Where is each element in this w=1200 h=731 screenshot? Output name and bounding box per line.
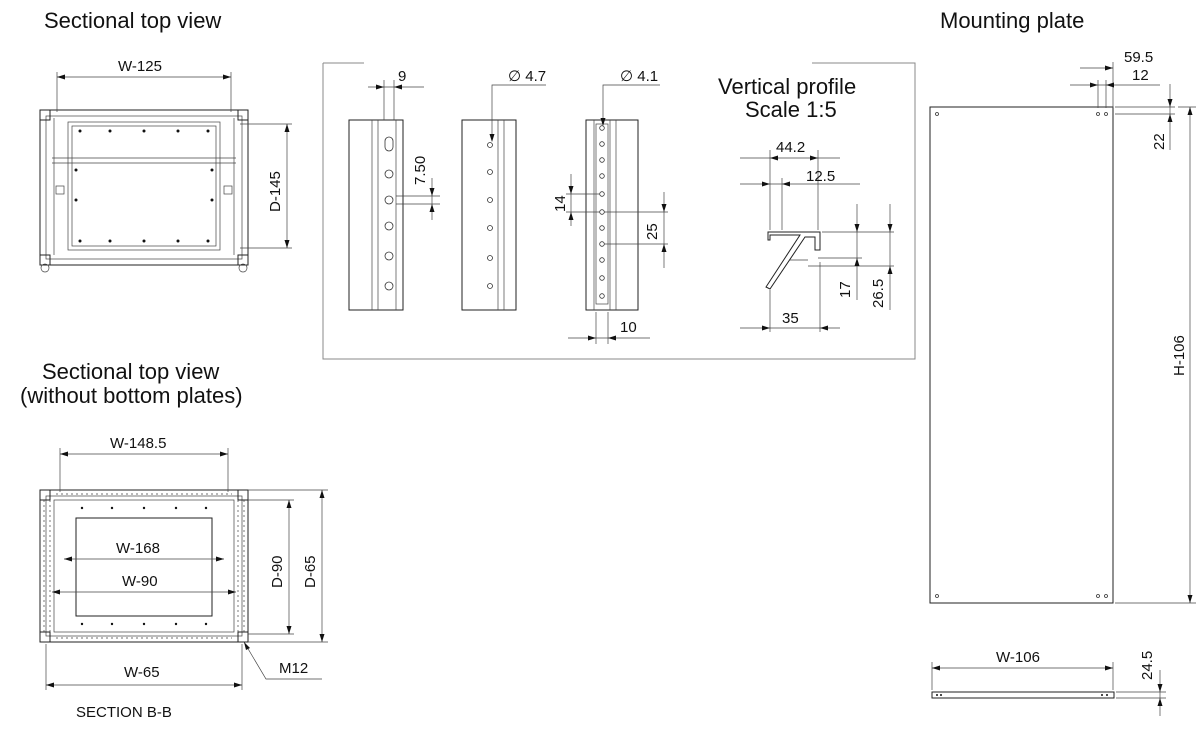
dim-w1485: W-148.5 [110, 435, 167, 452]
dim-245: 24.5 [1139, 650, 1156, 680]
dim-125: 12.5 [806, 168, 836, 185]
dim-25: 25 [644, 223, 661, 240]
dim-phi47: ∅ 4.7 [508, 68, 547, 85]
dim-750: 7.50 [412, 155, 429, 185]
dim-w125: W-125 [118, 58, 162, 75]
dim-phi41: ∅ 4.1 [620, 68, 659, 85]
sectional-top-view-title: Sectional top view [44, 8, 222, 33]
dim-22: 22 [1151, 133, 1168, 150]
dim-14: 14 [552, 195, 569, 212]
sectional-top-view-drawing [39, 72, 292, 273]
dim-m12: M12 [279, 660, 309, 677]
vertical-profile-title: Vertical profile [718, 74, 857, 99]
dim-442: 44.2 [776, 139, 806, 156]
dim-10: 10 [620, 319, 637, 336]
sectional-top-view-nb-subtitle: (without bottom plates) [20, 383, 243, 408]
mounting-plate-title: Mounting plate [940, 8, 1085, 33]
dim-w90: W-90 [122, 573, 158, 590]
dim-265: 26.5 [870, 278, 887, 308]
dim-35: 35 [782, 310, 799, 327]
dim-17: 17 [837, 281, 854, 298]
dim-12: 12 [1132, 67, 1149, 84]
dim-w168: W-168 [116, 540, 160, 557]
sectional-top-view-nb-drawing [39, 448, 328, 690]
dim-w106: W-106 [996, 649, 1040, 666]
vertical-profile-scale: Scale 1:5 [745, 97, 837, 122]
dim-9: 9 [398, 68, 407, 85]
dim-h106: H-106 [1171, 335, 1188, 376]
mounting-plate-drawing [929, 62, 1196, 716]
dim-d145: D-145 [267, 171, 284, 212]
sectional-top-view-nb-title: Sectional top view [42, 359, 220, 384]
section-label: SECTION B-B [76, 704, 172, 721]
vertical-profile-drawing [322, 62, 916, 360]
dim-d90: D-90 [269, 555, 286, 588]
dim-d65: D-65 [302, 555, 319, 588]
dim-w65: W-65 [124, 664, 160, 681]
dim-595: 59.5 [1124, 49, 1154, 66]
